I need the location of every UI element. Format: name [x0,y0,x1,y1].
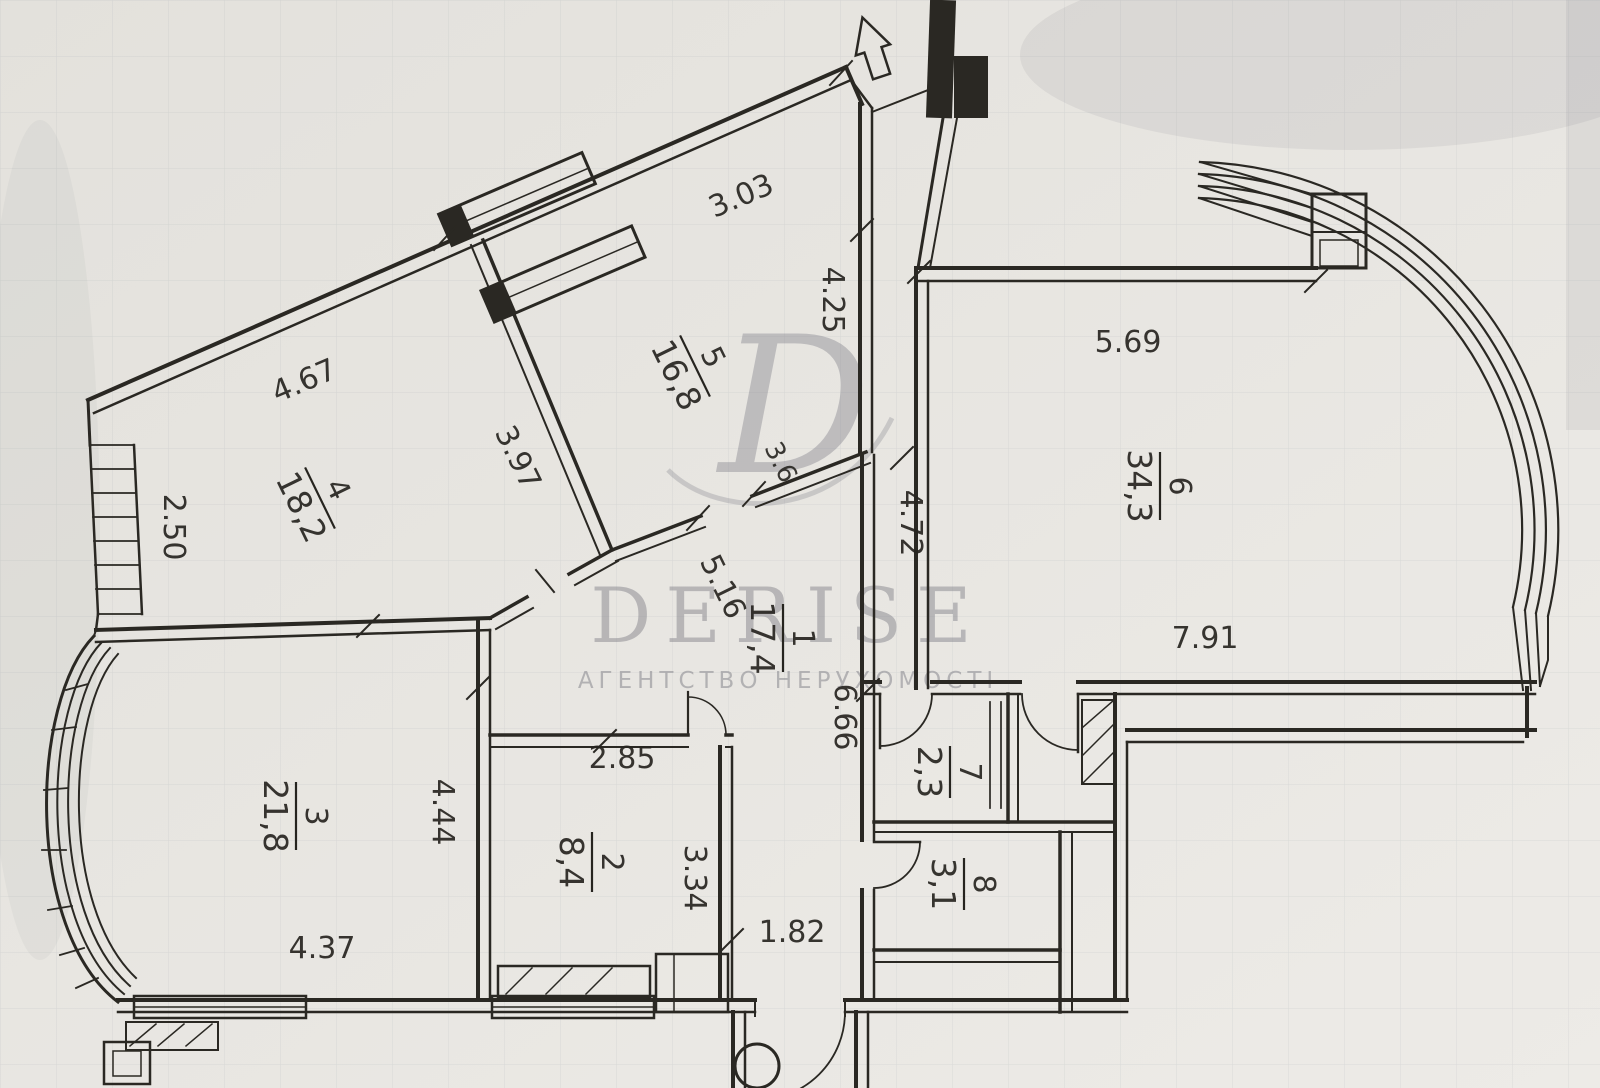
room-label-3: 3 21,8 [256,779,333,852]
door-room2 [686,690,727,737]
svg-text:3: 3 [298,806,333,825]
dim-2-85: 2.85 [589,741,656,776]
north-arrow-icon [854,14,893,81]
dim-4-37: 4.37 [289,931,356,966]
dim-2-50: 2.50 [156,494,191,561]
watermark-brand: DERISE [590,571,985,660]
balcony-window-arcs [1197,160,1560,692]
dim-6-66: 6.66 [827,684,862,751]
walls [41,0,1560,1088]
room-label-1: 1 17,4 [743,601,820,674]
bay-window-arcs [41,628,138,1005]
dim-3-34: 3.34 [677,845,712,912]
svg-text:17,4: 17,4 [743,601,782,674]
svg-text:1: 1 [785,628,820,647]
room-label-2: 2 8,4 [552,832,629,892]
svg-text:34,3: 34,3 [1120,449,1159,522]
corner-column [102,1040,152,1086]
vent-shaft [925,0,957,119]
dimension-ticks [355,59,1329,953]
door-lobby [1021,692,1080,754]
room-label-8: 8 3,1 [924,858,1001,910]
door-room8 [872,840,922,889]
watermark-flourish [666,416,895,506]
room-labels: 1 17,4 2 8,4 3 21,8 4 18,2 5 16,8 6 34,3 [256,333,1197,910]
svg-text:3,1: 3,1 [924,858,963,910]
room4-side-window [86,398,144,632]
watermark-subtitle: АГЕНТСТВО НЕРУХОМОСТІ [578,668,998,694]
svg-text:6: 6 [1162,476,1197,495]
dim-1-82: 1.82 [759,915,826,950]
room-label-7: 7 2,3 [910,746,987,798]
svg-text:8,4: 8,4 [552,836,591,888]
dim-4-72: 4.72 [893,490,928,557]
dim-5-69: 5.69 [1095,325,1162,360]
dim-4-44: 4.44 [425,779,460,846]
room3-window [125,994,308,1051]
facade-window-2 [478,223,648,325]
dim-7-91: 7.91 [1172,621,1239,656]
svg-text:21,8: 21,8 [256,779,295,852]
door-room7 [878,692,933,750]
dim-4-25: 4.25 [815,267,850,334]
svg-text:7: 7 [952,762,987,781]
svg-text:2,3: 2,3 [910,746,949,798]
room2-window [490,952,730,1020]
agency-watermark: D DERISE АГЕНТСТВО НЕРУХОМОСТІ [578,296,998,694]
room7-fixture [989,701,1002,809]
room-label-6: 6 34,3 [1120,449,1197,522]
svg-text:2: 2 [594,852,629,871]
svg-text:8: 8 [966,874,1001,893]
